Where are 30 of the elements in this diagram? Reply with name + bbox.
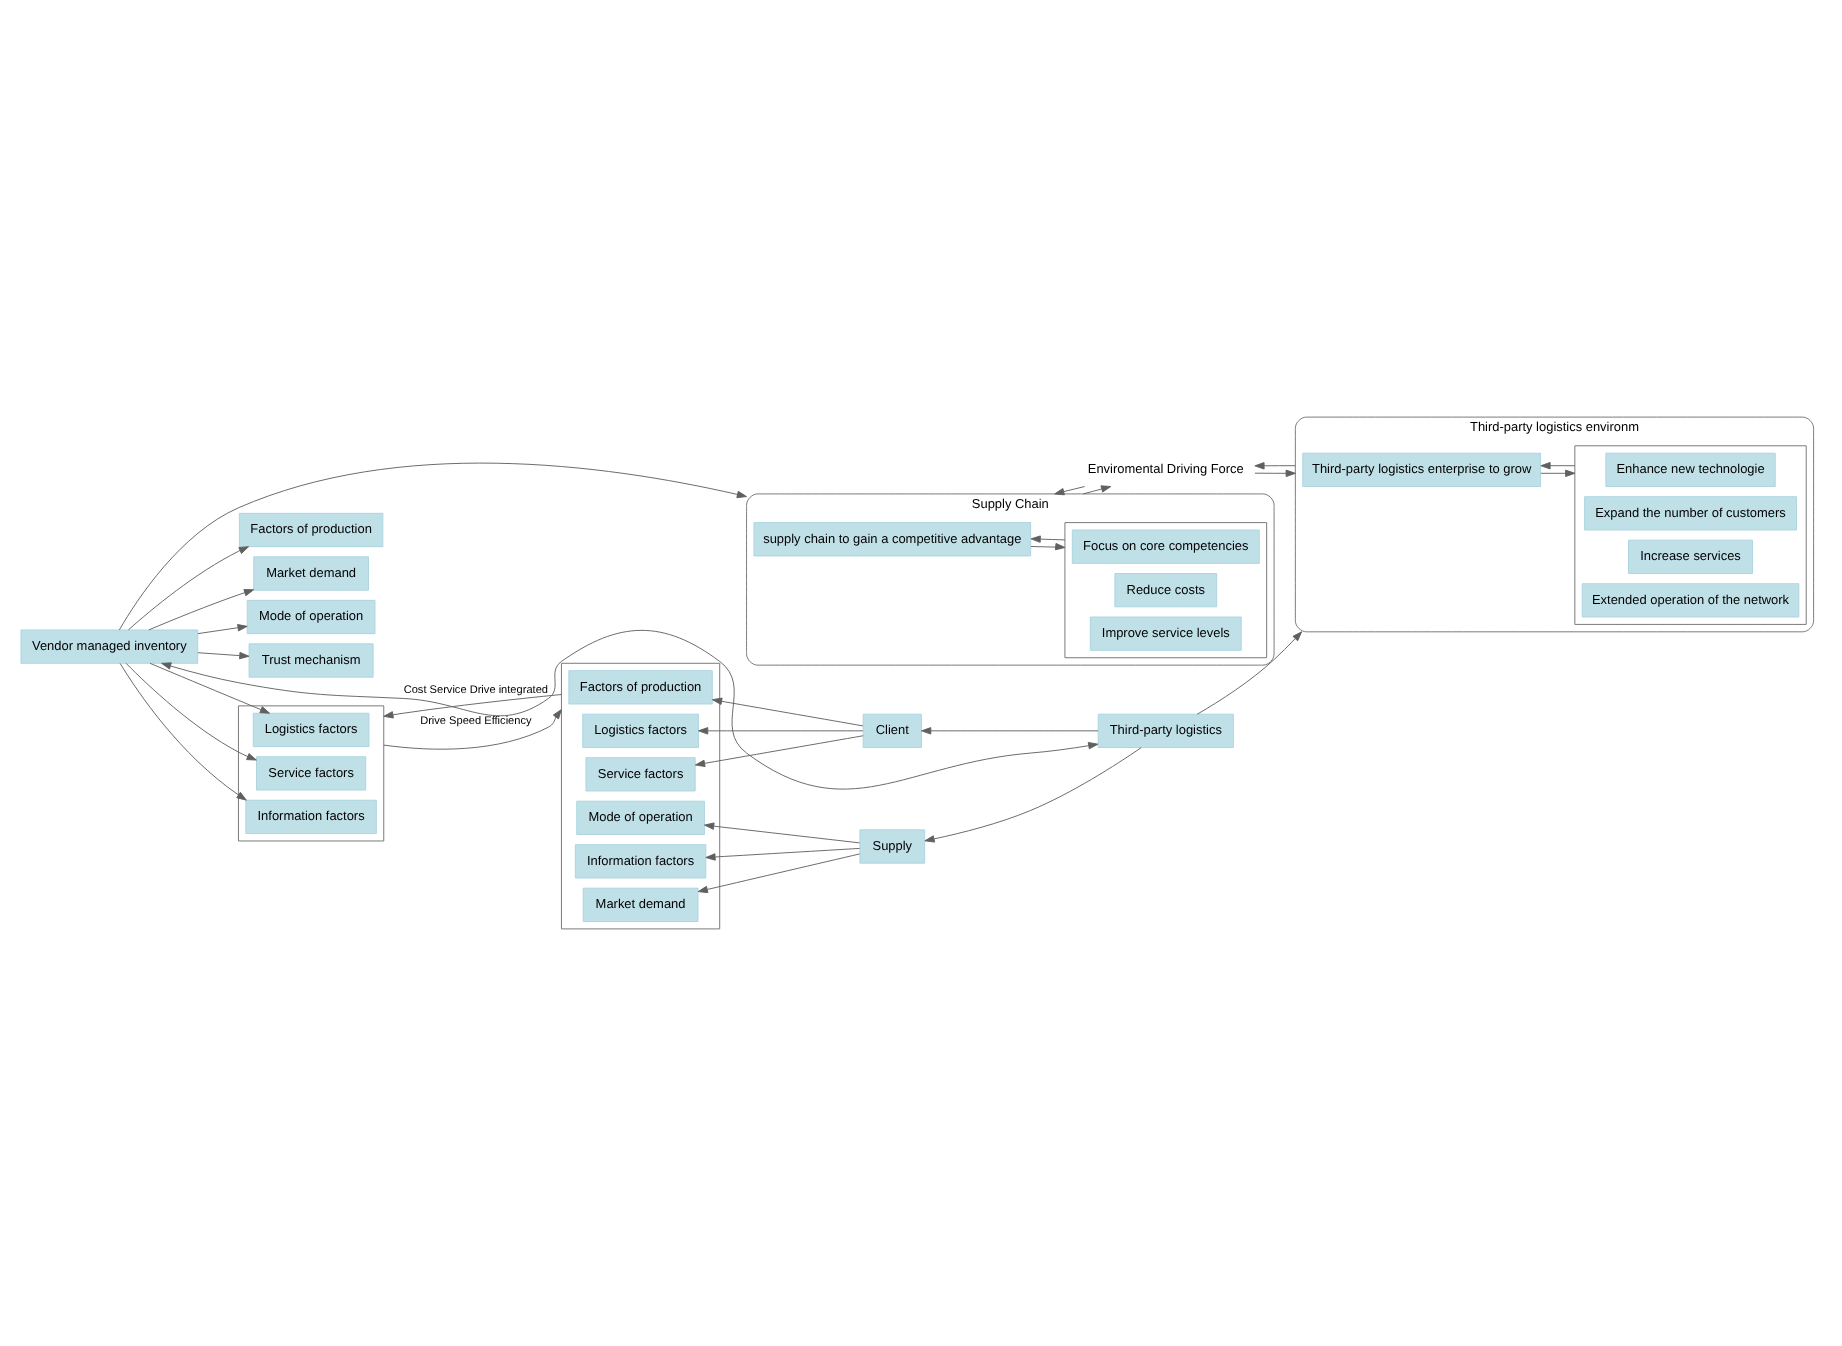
arrow: [697, 853, 861, 894]
arrow: [1196, 631, 1303, 715]
arrow: [149, 662, 271, 714]
arrow: [1540, 462, 1576, 470]
arrow: [161, 629, 1099, 790]
arrow: [118, 462, 747, 631]
arrow: [1082, 485, 1112, 495]
arrow: [711, 697, 864, 727]
cluster: [1574, 445, 1807, 625]
arrow: [1540, 469, 1576, 478]
arrow: [705, 847, 861, 861]
arrow: [1054, 486, 1086, 496]
arrow: [924, 747, 1142, 843]
arrow: [704, 822, 861, 844]
arrow: [125, 662, 257, 761]
arrow: [1254, 462, 1296, 470]
arrow: [119, 663, 247, 801]
arrow: [694, 735, 864, 768]
arrow: [383, 709, 562, 750]
arrow: [1030, 542, 1066, 551]
arrow: [148, 589, 255, 631]
arrow: [197, 651, 250, 660]
arrow: [698, 727, 864, 735]
cluster: [1064, 522, 1268, 659]
arrow: [197, 624, 248, 635]
arrow: [383, 694, 562, 719]
arrow: [127, 546, 250, 631]
arrow: [1030, 535, 1066, 543]
arrow: [921, 727, 1099, 735]
arrow: [1254, 469, 1296, 478]
